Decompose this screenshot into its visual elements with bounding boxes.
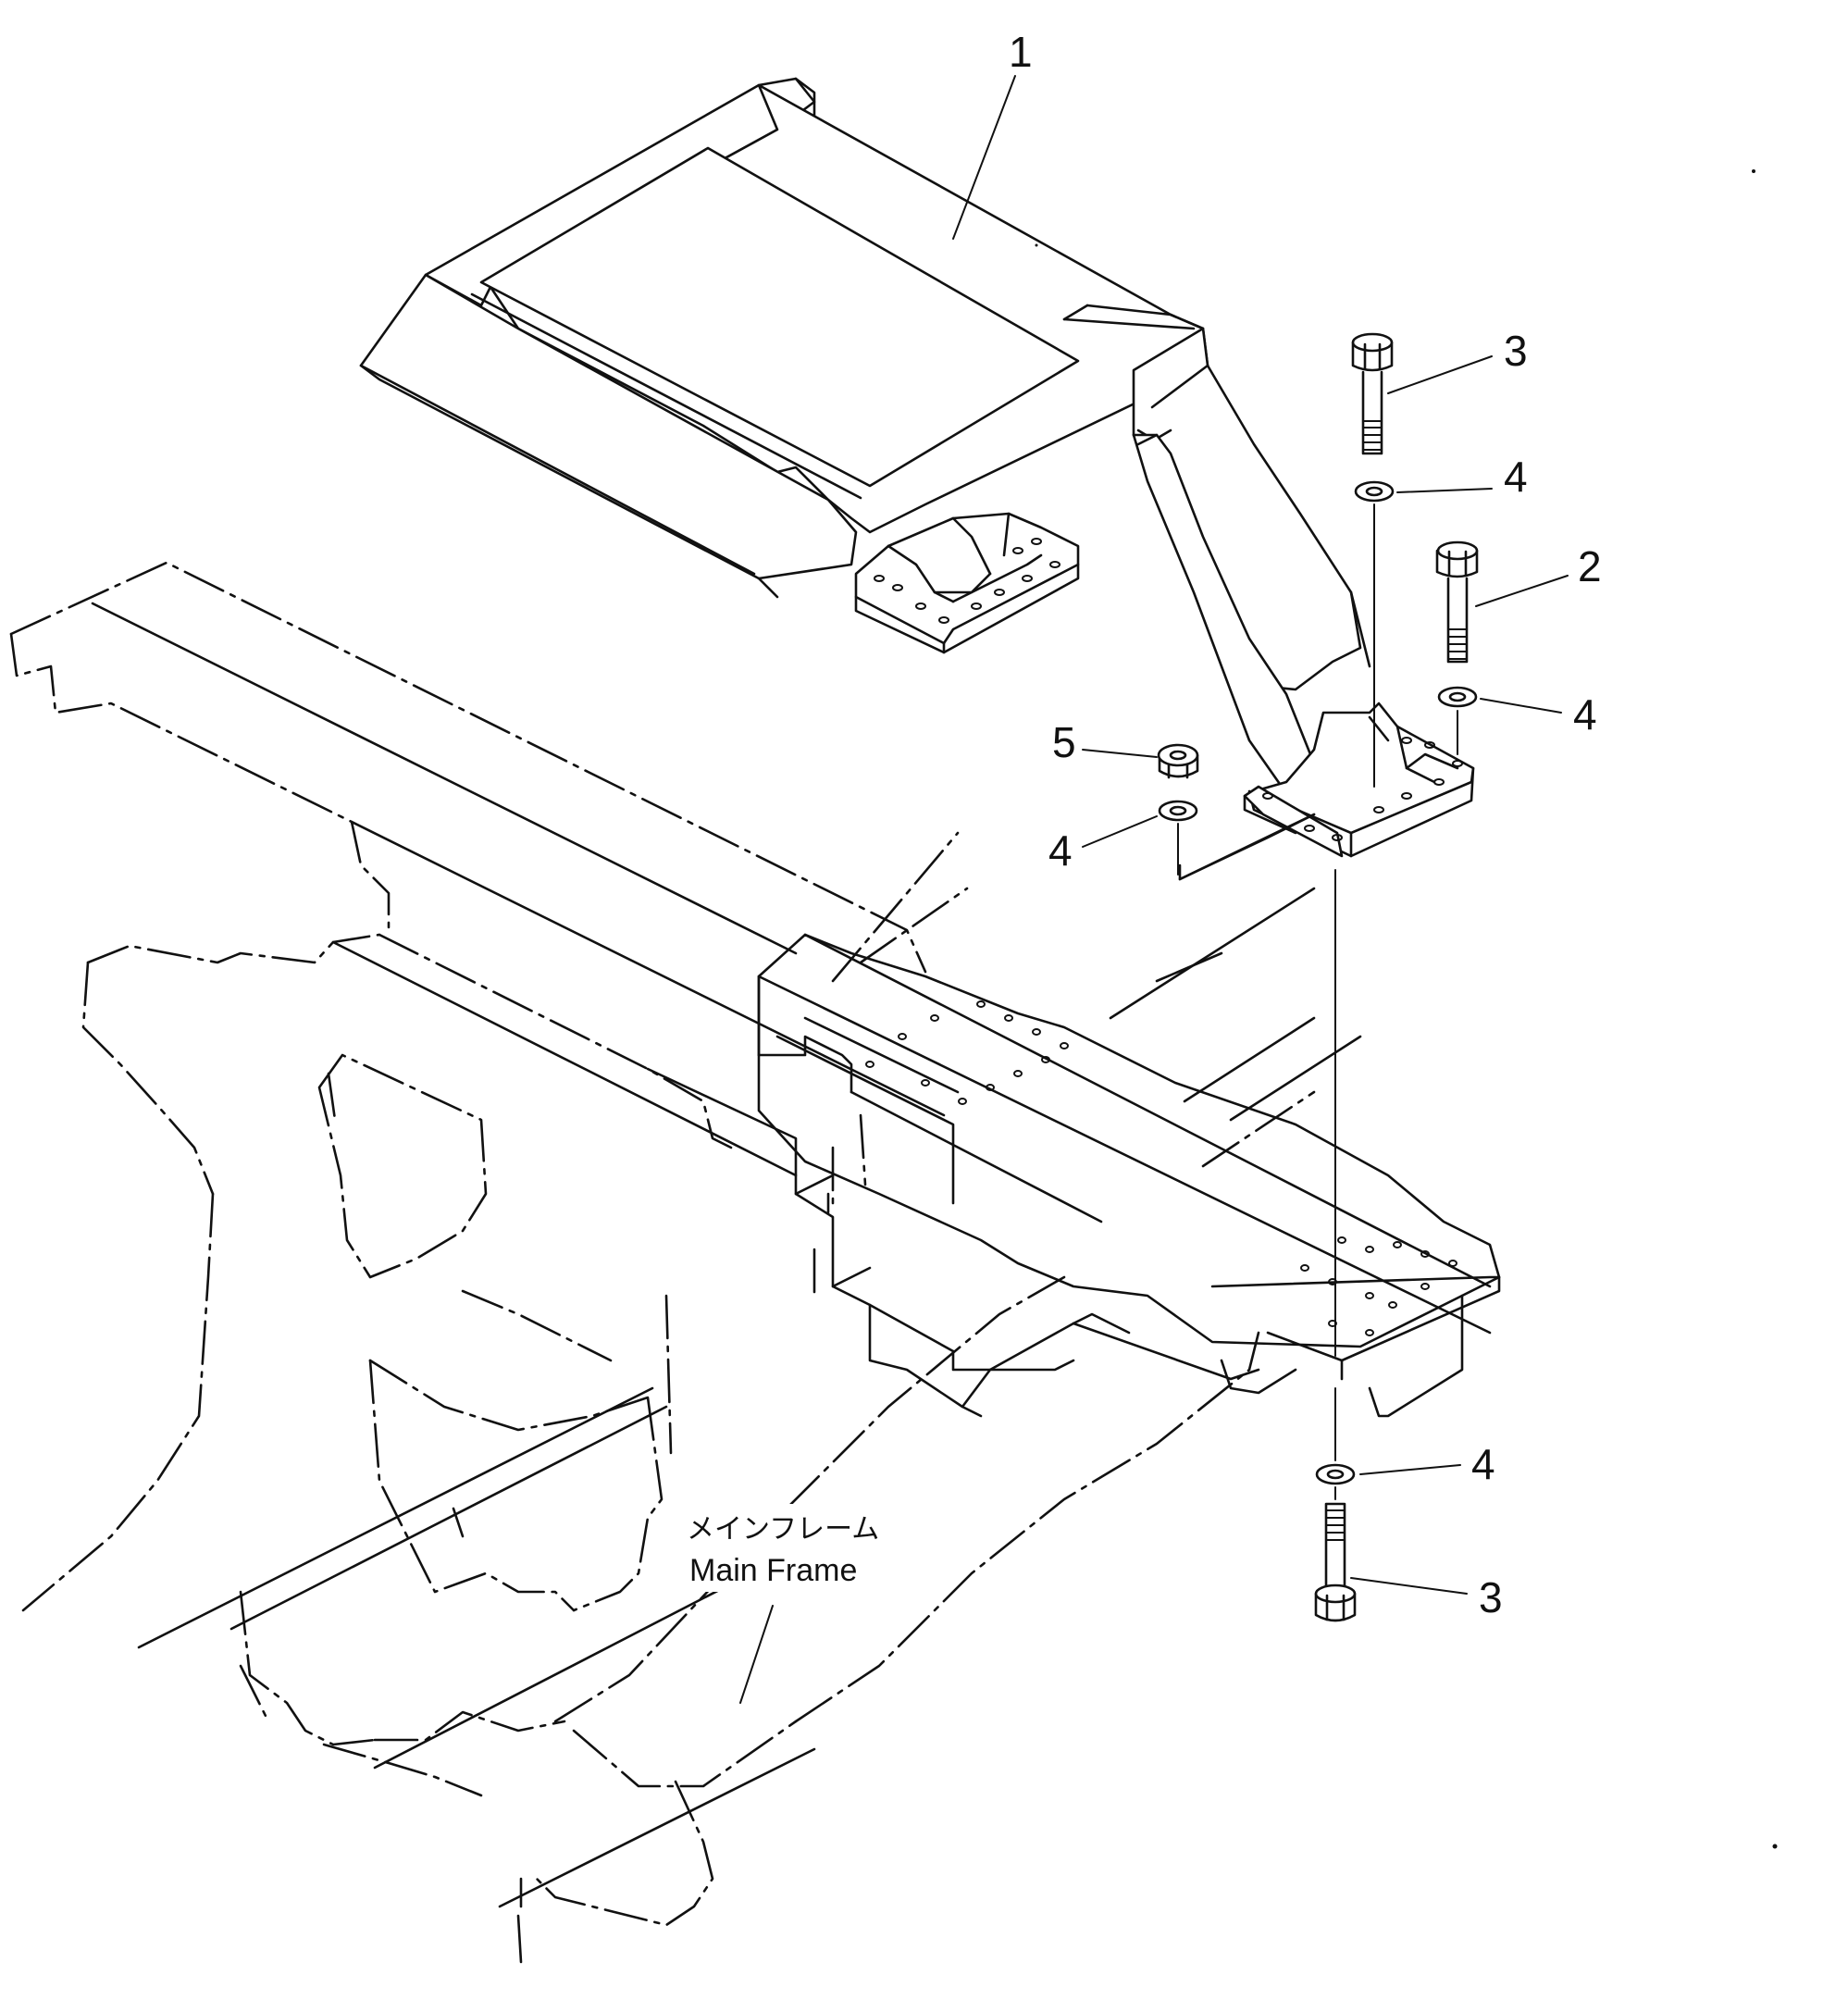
callout-3-bottom: 3 bbox=[1479, 1573, 1503, 1621]
callout-1: 1 bbox=[1009, 28, 1033, 76]
platform-assembly-part-1 bbox=[359, 77, 1475, 881]
frame-mounting-beam bbox=[757, 933, 1501, 1418]
washer-4-top bbox=[1354, 480, 1395, 503]
bolt-3-bottom bbox=[1314, 1502, 1357, 1622]
nut-5 bbox=[1157, 743, 1199, 779]
callout-5: 5 bbox=[1052, 718, 1076, 766]
main-frame-label-japanese: メインフレーム bbox=[687, 1513, 879, 1546]
callout-4-top: 4 bbox=[1504, 453, 1528, 501]
callout-numbers: 1 3 4 2 4 5 4 4 3 bbox=[1009, 28, 1602, 1621]
washer-4-right bbox=[1437, 686, 1478, 708]
washer-4-bottom bbox=[1315, 1463, 1356, 1485]
washer-4-left bbox=[1158, 800, 1198, 822]
callout-4-bottom: 4 bbox=[1471, 1440, 1495, 1488]
main-frame-phantom bbox=[9, 561, 1362, 1964]
callout-3-top: 3 bbox=[1504, 327, 1528, 375]
callout-4-left: 4 bbox=[1048, 826, 1073, 875]
assembly-center-lines bbox=[1177, 503, 1458, 1500]
leader-lines bbox=[739, 75, 1569, 1704]
callout-4-right: 4 bbox=[1573, 690, 1597, 739]
main-frame-label-english: Main Frame bbox=[689, 1553, 857, 1588]
main-frame-label: メインフレーム Main Frame bbox=[680, 1504, 898, 1592]
bolt-3-top bbox=[1351, 332, 1394, 455]
callout-2: 2 bbox=[1578, 542, 1602, 590]
bolt-2 bbox=[1435, 540, 1479, 664]
